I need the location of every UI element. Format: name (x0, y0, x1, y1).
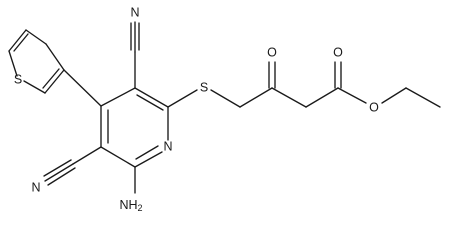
nitrile-top (130, 21, 140, 89)
amino-subscript: 2 (138, 203, 143, 213)
bond (23, 80, 46, 94)
bond-thienyl-pyridyl (63, 69, 102, 107)
bond-s-ch2 (210, 89, 241, 108)
atom-s-thiophene: S (14, 72, 22, 86)
atom-o-keto: O (267, 45, 277, 59)
bond (42, 68, 60, 89)
bond (136, 94, 164, 111)
atom-amino: NH2 (119, 198, 142, 213)
bond (43, 159, 72, 177)
bond (8, 50, 18, 77)
atom-n-pyridine: N (163, 139, 172, 153)
bond (44, 163, 74, 182)
bond (271, 87, 307, 108)
bond (47, 167, 76, 186)
bond (25, 29, 47, 45)
bond (305, 87, 339, 108)
molecule-drawing: S S N N N NH2 O O O (8, 5, 441, 213)
bond (239, 87, 273, 108)
bond (100, 87, 136, 107)
bond (135, 145, 159, 160)
bond-ethyl (405, 87, 441, 108)
bond (8, 29, 27, 52)
structure-canvas: S S N N N NH2 O O O (8, 5, 441, 214)
bond (45, 43, 65, 71)
atom-o-ester: O (369, 100, 379, 114)
bond-o-ch2 (381, 87, 407, 104)
thiophene-ring (8, 29, 65, 94)
bond (13, 33, 29, 52)
bond (72, 146, 102, 165)
pyridine-ring (100, 87, 169, 168)
bond (134, 151, 163, 168)
bond-ester-o (337, 87, 367, 104)
bond (100, 146, 136, 168)
atom-s-thioether: S (200, 80, 208, 94)
nitrile-left (43, 146, 102, 186)
bond (134, 87, 169, 108)
atom-o-ester-carbonyl: O (333, 45, 343, 59)
amino-label: NH (119, 198, 137, 212)
atom-n-nitrile-top: N (130, 5, 139, 19)
atom-n-nitrile-left: N (31, 180, 40, 194)
bond (44, 69, 65, 94)
bond-c-s (167, 89, 198, 108)
